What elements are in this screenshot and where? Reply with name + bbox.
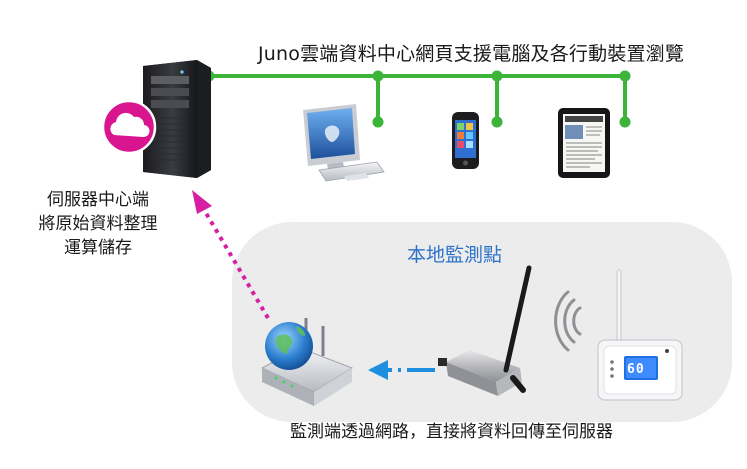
network-nodes [203,70,631,128]
local-site-title: 本地監測點 [407,244,503,266]
cloud-caption: Juno雲端資料中心網頁支援電腦及各行動裝置瀏覽 [258,43,685,65]
imac-desktop-icon [303,104,385,182]
server-caption: 伺服器中心端 將原始資料整理 運算儲存 [18,188,178,260]
wireless-signal-icon [554,290,582,352]
tower-server-icon [143,60,211,178]
smartphone-icon [452,112,479,169]
tablet-icon [558,108,610,178]
wireless-sensor-icon [597,269,683,401]
sensor-display-value: 60 [627,362,645,377]
cloud-icon [101,99,157,155]
upload-arrow [192,190,270,320]
server-caption-line: 將原始資料整理 [38,214,158,234]
antenna-gateway-icon [438,265,532,396]
transmission-caption: 監測端透過網路，直接將資料回傳至伺服器 [290,422,613,442]
server-caption-line: 運算儲存 [64,238,132,258]
network-bus [207,74,627,124]
server-caption-line: 伺服器中心端 [47,190,149,210]
local-link-arrow [368,360,435,380]
wireless-router-icon [260,318,354,406]
